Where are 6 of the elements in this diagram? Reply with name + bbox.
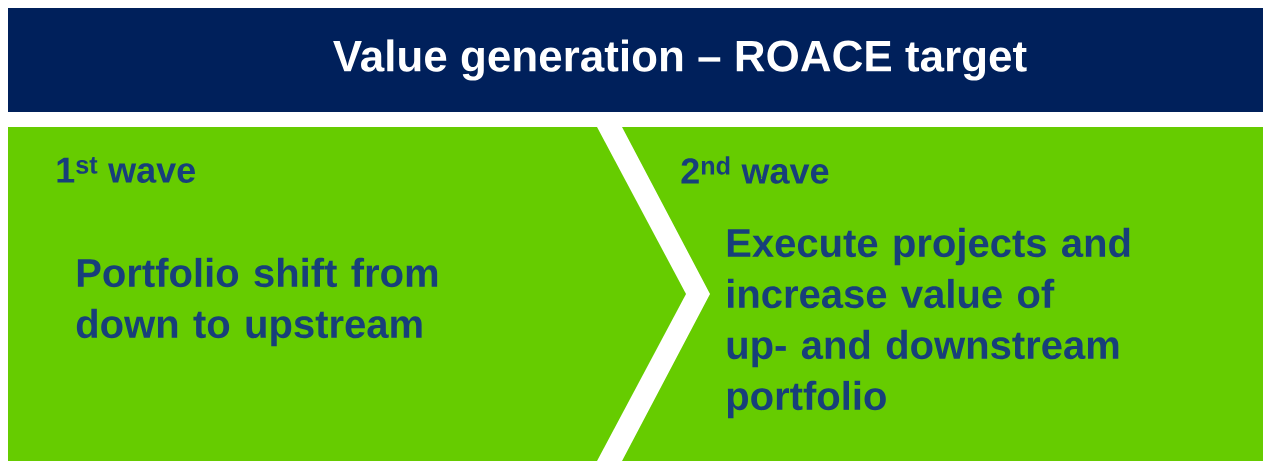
- wave-heading: 2$^{nd}$ wave: [681, 156, 829, 184]
- chevron-box: [622, 127, 1263, 461]
- body-text: Execute projects and increase value of up- and downstream portfolio: [727, 227, 1130, 419]
- body-text: Portfolio shift from down to upstream: [76, 257, 438, 347]
- wave-heading: 1$^{st}$ wave: [57, 157, 195, 183]
- header-banner: Value generation – ROACE target: [8, 8, 1263, 112]
